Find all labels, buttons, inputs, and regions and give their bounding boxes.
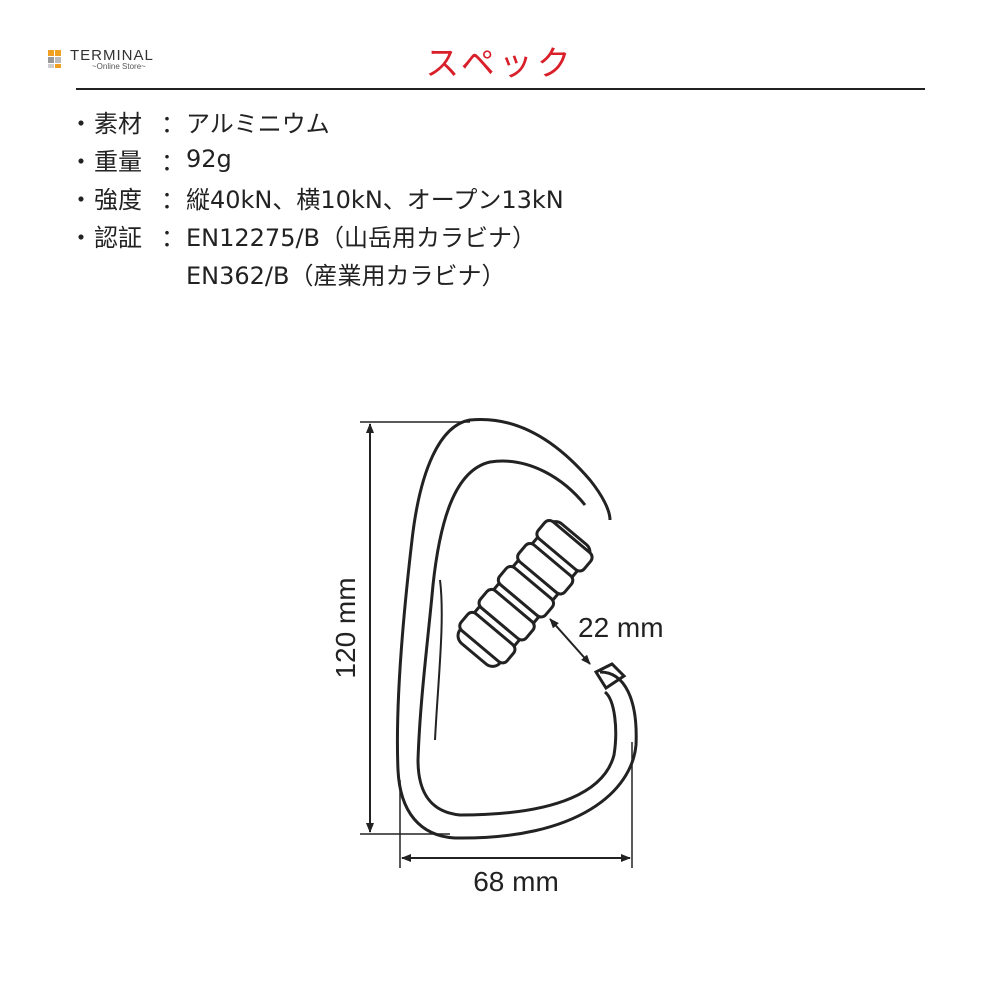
spec-label: 重量 — [94, 147, 142, 176]
gate-opening-dimension-line — [549, 618, 591, 665]
spec-bullet: ・ — [69, 109, 93, 138]
sleeve-ring — [477, 587, 536, 642]
spec-label: 認証 — [94, 223, 142, 252]
width-label: 68 mm — [473, 866, 559, 897]
spec-row-weight: ・ 重量 ： 92g — [68, 140, 564, 178]
spec-colon: ： — [161, 185, 185, 214]
sleeve-ring — [496, 564, 556, 619]
carabiner-outer-outline — [395, 417, 638, 840]
spec-colon: ： — [161, 147, 185, 176]
spec-value: EN362/B（産業用カラビナ） — [186, 261, 506, 290]
spec-bullet: ・ — [69, 185, 93, 214]
spec-value: EN12275/B（山岳用カラビナ） — [186, 223, 537, 252]
sleeve-ring — [458, 610, 517, 665]
spec-value: アルミニウム — [186, 109, 330, 138]
carabiner-gate-nose — [593, 662, 627, 691]
logo-mark-icon — [48, 50, 68, 68]
spec-list: ・ 素材 ： アルミニウム ・ 重量 ： 92g ・ 強度 ： 縦40kN、横1… — [68, 102, 564, 292]
spec-row-strength: ・ 強度 ： 縦40kN、横10kN、オープン13kN — [68, 178, 564, 216]
logo-subtitle: ~Online Store~ — [92, 62, 146, 71]
store-logo[interactable]: TERMINAL ~Online Store~ — [48, 48, 178, 72]
locking-sleeve — [456, 518, 594, 668]
height-label: 120 mm — [330, 577, 361, 678]
gate-opening-label: 22 mm — [578, 612, 664, 643]
sleeve-ring — [516, 541, 575, 596]
spec-colon: ： — [161, 109, 185, 138]
carabiner-inner-outline — [416, 459, 618, 817]
spec-value: 縦40kN、横10kN、オープン13kN — [186, 185, 564, 214]
logo-name: TERMINAL — [70, 47, 154, 64]
spec-bullet: ・ — [69, 223, 93, 252]
spec-row-certification-continued: EN362/B（産業用カラビナ） — [68, 254, 564, 292]
carabiner-spine-detail — [434, 579, 443, 741]
spec-value: 92g — [186, 145, 232, 173]
page-title: スペック — [425, 44, 575, 84]
spec-row-certification: ・ 認証 ： EN12275/B（山岳用カラビナ） — [68, 216, 564, 254]
spec-label: 強度 — [94, 185, 142, 214]
title-divider — [76, 88, 925, 90]
spec-bullet: ・ — [69, 147, 93, 176]
spec-row-material: ・ 素材 ： アルミニウム — [68, 102, 564, 140]
sleeve-ring — [535, 518, 594, 573]
spec-colon: ： — [161, 223, 185, 252]
spec-label: 素材 — [94, 109, 142, 138]
